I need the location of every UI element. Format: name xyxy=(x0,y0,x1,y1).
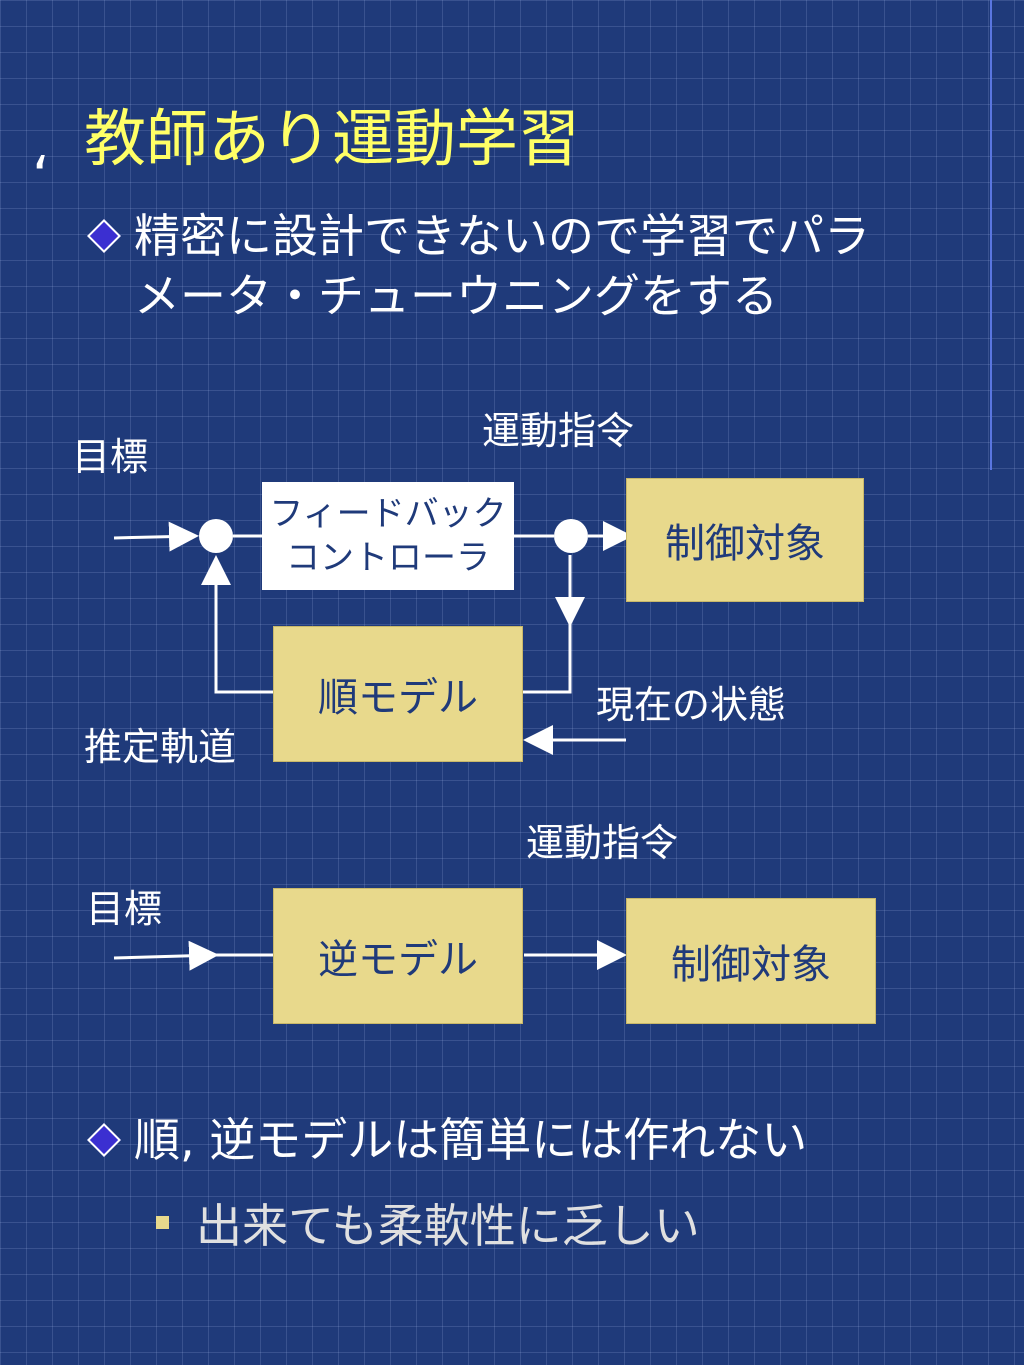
slide-title: 教師あり運動学習 xyxy=(84,102,581,175)
summing-junction-1 xyxy=(199,519,233,553)
estimated-trajectory-feedback-line xyxy=(201,555,273,694)
bottom-target-label: 目標 xyxy=(86,887,163,931)
bottom-plant-box: 制御対象 xyxy=(626,898,876,1024)
bullet-1-line-2: メータ・チューウニングをする xyxy=(134,269,778,323)
sub-bullet: 出来ても柔軟性に乏しい xyxy=(196,1199,700,1253)
forward-model-box: 順モデル xyxy=(273,626,523,762)
bottom-command-label: 運動指令 xyxy=(526,821,679,865)
feedback-controller-line-2: コントローラ xyxy=(286,538,490,578)
bullet-1-line-1: 精密に設計できないので学習でパラ xyxy=(134,209,870,263)
bullet-1: 精密に設計できないので学習でパラ メータ・チューウニングをする xyxy=(134,206,954,326)
top-target-label: 目標 xyxy=(72,435,149,479)
inverse-model-box: 逆モデル xyxy=(273,888,523,1024)
right-divider-line xyxy=(990,0,992,470)
summing-junction-2 xyxy=(554,519,588,553)
current-state-label: 現在の状態 xyxy=(596,683,787,727)
top-command-label: 運動指令 xyxy=(482,409,635,453)
bottom-target-arrow xyxy=(113,940,219,971)
quote-mark-icon: ‘ xyxy=(32,145,50,210)
bullet-2: 順, 逆モデルは簡単には作れない xyxy=(134,1113,808,1167)
estimated-trajectory-label: 推定軌道 xyxy=(84,725,237,769)
command-to-forward-model-line xyxy=(523,555,572,694)
feedback-controller-line-1: フィードバック xyxy=(269,494,507,534)
square-bullet-icon xyxy=(156,1216,169,1229)
top-plant-box: 制御対象 xyxy=(626,478,864,602)
target-input-arrow xyxy=(113,521,199,552)
feedback-controller-box: フィードバック コントローラ xyxy=(262,482,514,590)
